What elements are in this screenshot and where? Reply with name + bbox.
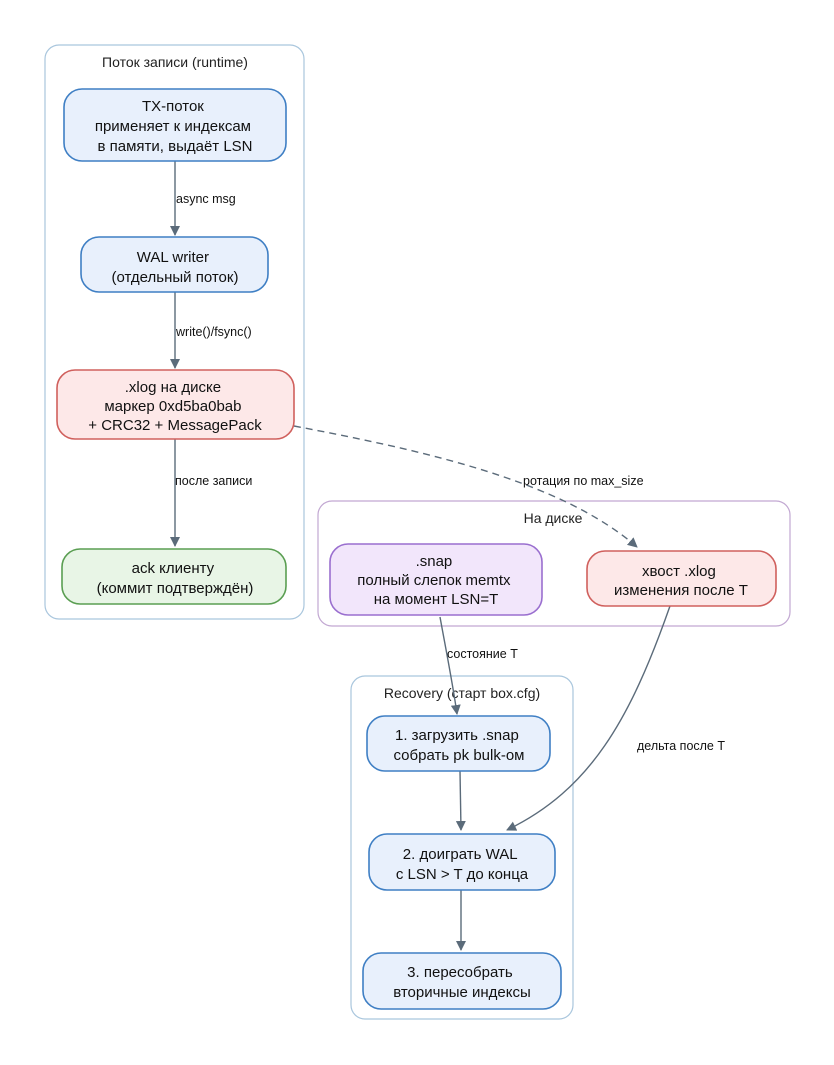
node-tx-label: TX-поток применяет к индексам в памяти, … [95, 98, 255, 155]
edge-label-tx-wal: async msg [176, 192, 236, 206]
node-xlog-label: .xlog на диске маркер 0xd5ba0bab + CRC32… [88, 379, 262, 434]
node-xlog-tail: хвост .xlog изменения после T [586, 550, 777, 607]
node-rebuild-indexes: 3. пересобрать вторичные индексы [362, 952, 562, 1010]
edge-label-tail-replay: дельта после T [637, 739, 725, 753]
cluster-recovery: Recovery (старт box.cfg) [350, 675, 574, 1020]
edge-tx-wal: async msg [170, 161, 236, 236]
node-replay-wal-label: 2. доиграть WAL с LSN > T до конца [396, 846, 529, 883]
node-ack-label: ack клиенту (коммит подтверждён) [97, 560, 254, 597]
node-wal-writer: WAL writer (отдельный поток) [80, 236, 269, 293]
edge-xlog-ack: после записи [170, 439, 252, 547]
edge-label-xlog-tail: ротация по max_size [523, 474, 644, 488]
node-load-snap-label: 1. загрузить .snap собрать pk bulk-ом [394, 727, 525, 764]
edge-xlog-tail: ротация по max_size [293, 425, 644, 548]
node-replay-wal: 2. доиграть WAL с LSN > T до конца [368, 833, 556, 891]
edge-label-xlog-ack: после записи [175, 474, 252, 488]
edge-wal-xlog: write()/fsync() [170, 292, 252, 369]
cluster-runtime-title: Поток записи (runtime) [102, 54, 248, 70]
node-rebuild-indexes-label: 3. пересобрать вторичные индексы [393, 964, 531, 1001]
node-wal-writer-label: WAL writer (отдельный поток) [112, 249, 239, 286]
edge-snap-load: состояние T [439, 616, 518, 715]
node-tx: TX-поток применяет к индексам в памяти, … [63, 88, 287, 162]
cluster-runtime: Поток записи (runtime) [44, 44, 305, 620]
node-snap-label: .snap полный слепок memtx на момент LSN=… [357, 553, 514, 608]
node-load-snap: 1. загрузить .snap собрать pk bulk-ом [366, 715, 551, 772]
node-xlog: .xlog на диске маркер 0xd5ba0bab + CRC32… [56, 369, 295, 440]
edge-label-wal-xlog: write()/fsync() [175, 325, 252, 339]
node-xlog-tail-label: хвост .xlog изменения после T [614, 563, 748, 599]
edge-tail-replay: дельта после T [506, 605, 725, 831]
edge-load-replay [455, 770, 466, 831]
node-snap: .snap полный слепок memtx на момент LSN=… [329, 543, 543, 616]
cluster-disk: На диске [317, 500, 791, 627]
edge-label-snap-load: состояние T [447, 647, 518, 661]
node-ack: ack клиенту (коммит подтверждён) [61, 548, 287, 605]
cluster-recovery-title: Recovery (старт box.cfg) [384, 685, 540, 701]
cluster-disk-title: На диске [524, 510, 583, 526]
